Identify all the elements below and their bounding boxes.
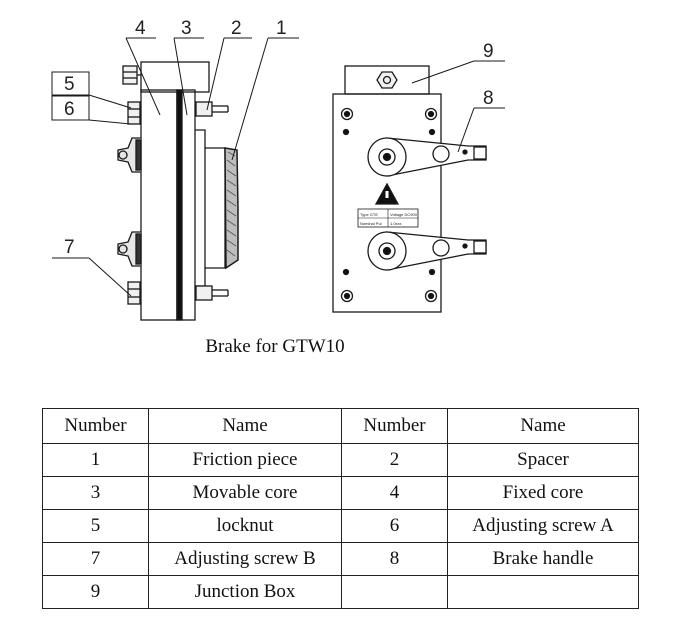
leader-lines <box>52 37 505 297</box>
nameplate-text-1: Type GTE <box>360 212 378 217</box>
table-cell <box>447 575 639 609</box>
table-row: 7 Adjusting screw B 8 Brake handle <box>42 542 639 576</box>
callout-5: 5 <box>64 74 75 95</box>
callout-2: 2 <box>231 18 242 39</box>
table-row: 1 Friction piece 2 Spacer <box>42 443 639 477</box>
table-cell: 3 <box>42 476 149 510</box>
nameplate-text-2: Voltage DC90V <box>390 212 418 217</box>
callout-9: 9 <box>483 41 494 62</box>
parts-table: Number Name Number Name 1 Friction piece… <box>42 408 639 609</box>
brake-drawing: 1 2 3 4 5 6 7 8 9 Type GTE Voltage DC90V… <box>51 18 505 321</box>
table-cell: Brake handle <box>447 542 639 576</box>
figure-caption: Brake for GTW10 <box>205 336 345 357</box>
table-cell: Adjusting screw A <box>447 509 639 543</box>
table-row: 3 Movable core 4 Fixed core <box>42 476 639 510</box>
header-number-2: Number <box>341 408 448 444</box>
callout-6: 6 <box>64 99 75 120</box>
table-row: 9 Junction Box <box>42 575 639 609</box>
callout-3: 3 <box>181 18 192 39</box>
callout-1: 1 <box>276 18 287 39</box>
table-cell: Adjusting screw B <box>148 542 342 576</box>
brake-front-view <box>332 65 487 313</box>
table-cell: Junction Box <box>148 575 342 609</box>
brake-handle-upper <box>367 137 487 177</box>
table-cell: 1 <box>42 443 149 477</box>
table-cell: 5 <box>42 509 149 543</box>
brake-side-view <box>117 61 239 321</box>
table-cell: 4 <box>341 476 448 510</box>
nameplate-text-3: Nominal Pul <box>360 221 382 226</box>
table-header-row: Number Name Number Name <box>42 408 639 444</box>
table-cell: Friction piece <box>148 443 342 477</box>
table-cell: 9 <box>42 575 149 609</box>
nameplate-text-4: 1.0xxx <box>390 221 402 226</box>
callout-8: 8 <box>483 88 494 109</box>
table-cell: 8 <box>341 542 448 576</box>
table-cell: 6 <box>341 509 448 543</box>
table-cell: Movable core <box>148 476 342 510</box>
brake-handle-lower <box>367 231 487 271</box>
table-cell: 7 <box>42 542 149 576</box>
header-name-1: Name <box>148 408 342 444</box>
header-number-1: Number <box>42 408 149 444</box>
table-cell: 2 <box>341 443 448 477</box>
header-name-2: Name <box>447 408 639 444</box>
table-cell: locknut <box>148 509 342 543</box>
callout-7: 7 <box>64 237 75 258</box>
table-cell <box>341 575 448 609</box>
callout-4: 4 <box>135 18 146 39</box>
table-cell: Spacer <box>447 443 639 477</box>
corner-bolts <box>340 107 438 303</box>
table-row: 5 locknut 6 Adjusting screw A <box>42 509 639 543</box>
table-cell: Fixed core <box>447 476 639 510</box>
